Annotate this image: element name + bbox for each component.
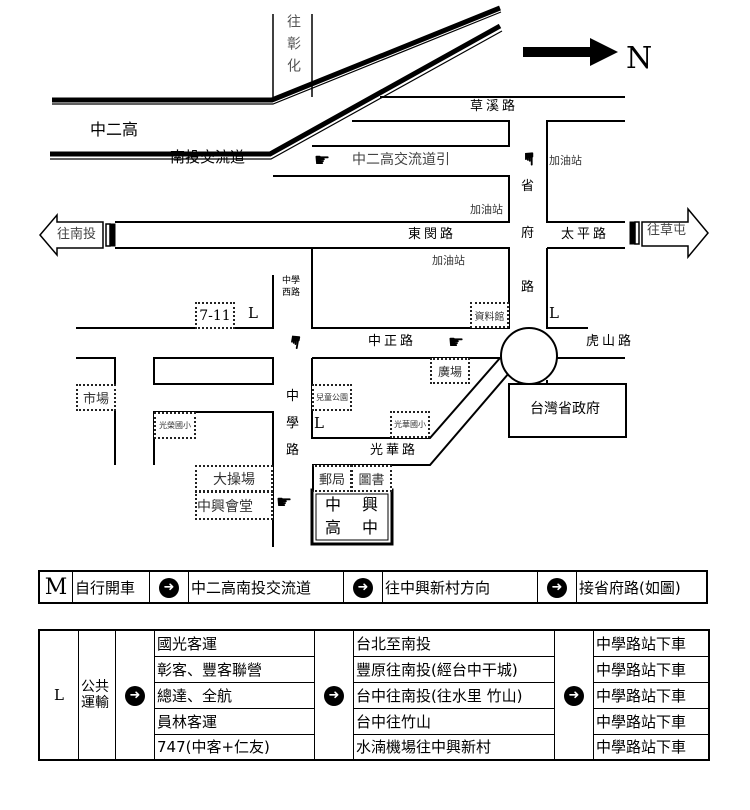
highway-interchange bbox=[50, 23, 502, 157]
road-hushan: 虎山路 bbox=[586, 334, 635, 349]
childrens-park-label: 兒童公園 bbox=[316, 393, 348, 402]
bus-route-marker: L bbox=[38, 629, 79, 761]
arrow-to-caotun-icon bbox=[641, 206, 709, 260]
highway-label: 中二高 bbox=[90, 120, 139, 139]
playground-label: 大操場 bbox=[213, 471, 255, 488]
library: 圖書 bbox=[351, 465, 392, 492]
road-zhongxue-west-line2: 西路 bbox=[282, 288, 301, 298]
bus-route: 水湳機場往中興新村 bbox=[353, 733, 555, 761]
gas-station-3: 加油站 bbox=[432, 254, 465, 267]
to-nantou-label: 往南投 bbox=[57, 227, 97, 242]
interchange-label: 南投交流道 bbox=[170, 148, 246, 166]
post-office-label: 郵局 bbox=[318, 473, 345, 488]
pointing-hand-icon: ☛ bbox=[518, 150, 540, 168]
bus-route: 台中往竹山 bbox=[353, 707, 555, 735]
archives-label: 資料館 bbox=[474, 311, 505, 323]
provincial-gov-label: 台灣省政府 bbox=[530, 401, 600, 417]
north-label: N bbox=[626, 41, 653, 76]
plaza: 廣場 bbox=[430, 358, 470, 384]
arrow-right-icon: ➜ bbox=[125, 685, 145, 706]
bus-route: 台中往南投(往水里 竹山) bbox=[353, 681, 555, 709]
car-step-2: 中二高南投交流道 bbox=[188, 570, 344, 604]
bus-route-table: L 公共運輸 ➜ 國光客運 ➜ 台北至南投 ➜ 中學路站下車 彰客、豐客聯營 豐… bbox=[38, 629, 710, 761]
bus-mode-label: 公共運輸 bbox=[78, 629, 116, 761]
bus-company: 國光客運 bbox=[154, 629, 315, 657]
school-char-1: 中 bbox=[325, 495, 342, 514]
road-zhongxue-west-line1: 中學 bbox=[282, 276, 301, 286]
interchange-guide-label: 中二高交流道引 bbox=[352, 152, 450, 168]
pointing-hand-icon: ☛ bbox=[282, 332, 307, 352]
bus-route: 台北至南投 bbox=[353, 629, 555, 657]
arrow-right-icon: ➜ bbox=[547, 577, 567, 598]
road-zhongxue-3: 路 bbox=[286, 443, 303, 458]
road-lines bbox=[39, 5, 709, 547]
childrens-park: 兒童公園 bbox=[312, 384, 352, 411]
arrow-right-icon: ➜ bbox=[324, 685, 344, 706]
bus-stop-marker: L bbox=[248, 304, 258, 322]
plaza-label: 廣場 bbox=[437, 364, 462, 379]
arrow-right-icon: ➜ bbox=[353, 577, 373, 598]
zhongxing-hall: 中興會堂 bbox=[195, 491, 273, 520]
gas-station-2: 加油站 bbox=[470, 203, 503, 216]
pointing-hand-icon: ☛ bbox=[276, 492, 293, 513]
bus-alight: 中學路站下車 bbox=[593, 681, 710, 709]
guanghua-elementary: 光華國小 bbox=[390, 411, 430, 438]
guangxue-elementary-label: 光榮國小 bbox=[159, 421, 191, 430]
school-char-3: 高 bbox=[325, 518, 342, 537]
seven-eleven-label: 7-11 bbox=[199, 307, 231, 324]
school-char-2: 興 bbox=[362, 495, 379, 514]
car-route-table: M 自行開車 ➜ 中二高南投交流道 ➜ 往中興新村方向 ➜ 接省府路(如圖) bbox=[38, 570, 708, 604]
post-office: 郵局 bbox=[312, 465, 352, 492]
road-shengfu-3: 路 bbox=[521, 280, 538, 295]
bus-stop-marker: L bbox=[549, 304, 559, 322]
pointing-hand-icon: ☚ bbox=[448, 332, 465, 353]
bus-stop-marker: L bbox=[314, 414, 324, 432]
gas-station-1: 加油站 bbox=[549, 154, 582, 167]
market-label: 市場 bbox=[82, 392, 109, 407]
seven-eleven: 7-11 bbox=[195, 302, 235, 329]
highway-upper bbox=[52, 5, 501, 103]
bus-company: 747(中客+仁友) bbox=[154, 733, 315, 761]
market: 市場 bbox=[76, 384, 116, 411]
guangxue-elementary: 光榮國小 bbox=[154, 412, 196, 439]
bus-alight: 中學路站下車 bbox=[593, 655, 710, 683]
library-label: 圖書 bbox=[358, 473, 385, 488]
arrow-right-icon: ➜ bbox=[564, 685, 584, 706]
to-caotun-label: 往草屯 bbox=[647, 223, 687, 238]
guanghua-elementary-label: 光華國小 bbox=[394, 420, 426, 429]
arrow-to-nantou-icon bbox=[39, 212, 104, 258]
road-zhongxue-2: 學 bbox=[286, 416, 303, 431]
car-route-marker: M bbox=[38, 570, 73, 604]
car-step-1: 自行開車 bbox=[72, 570, 150, 604]
playground: 大操場 bbox=[195, 465, 273, 492]
road-shengfu-2: 府 bbox=[521, 226, 538, 241]
arrow-right-icon: ➜ bbox=[159, 577, 179, 598]
road-guanghua: 光華路 bbox=[370, 443, 419, 458]
bus-route: 豐原往南投(經台中干城) bbox=[353, 655, 555, 683]
road-caoxi: 草溪路 bbox=[470, 99, 519, 114]
location-map: N 往彰化 中二高 南投交流道 ☛ 中二高交流道引 草溪路 ☛ 省 府 路 加油… bbox=[39, 5, 709, 547]
bus-alight: 中學路站下車 bbox=[593, 707, 710, 735]
car-step-4: 接省府路(如圖) bbox=[576, 570, 708, 604]
road-zhongxue-west: 中學西路 bbox=[282, 275, 304, 299]
bus-company: 員林客運 bbox=[154, 707, 315, 735]
school-char-4: 中 bbox=[362, 518, 379, 537]
bus-company: 總達、全航 bbox=[154, 681, 315, 709]
north-arrow-icon bbox=[523, 38, 618, 66]
road-zhongxue-1: 中 bbox=[286, 389, 303, 404]
bus-alight: 中學路站下車 bbox=[593, 733, 710, 761]
road-shengfu-1: 省 bbox=[521, 179, 538, 194]
archives: 資料館 bbox=[470, 302, 509, 328]
road-zhongzheng: 中正路 bbox=[368, 334, 417, 349]
car-step-3: 往中興新村方向 bbox=[382, 570, 538, 604]
road-dongge: 東閔路 bbox=[408, 227, 457, 242]
zhongxing-hall-label: 中興會堂 bbox=[197, 498, 253, 515]
to-changhua-label: 往彰化 bbox=[285, 14, 301, 80]
bus-alight: 中學路站下車 bbox=[593, 629, 710, 657]
bus-company: 彰客、豐客聯營 bbox=[154, 655, 315, 683]
road-taiping: 太平路 bbox=[561, 227, 610, 242]
pointing-hand-icon: ☛ bbox=[314, 150, 331, 171]
